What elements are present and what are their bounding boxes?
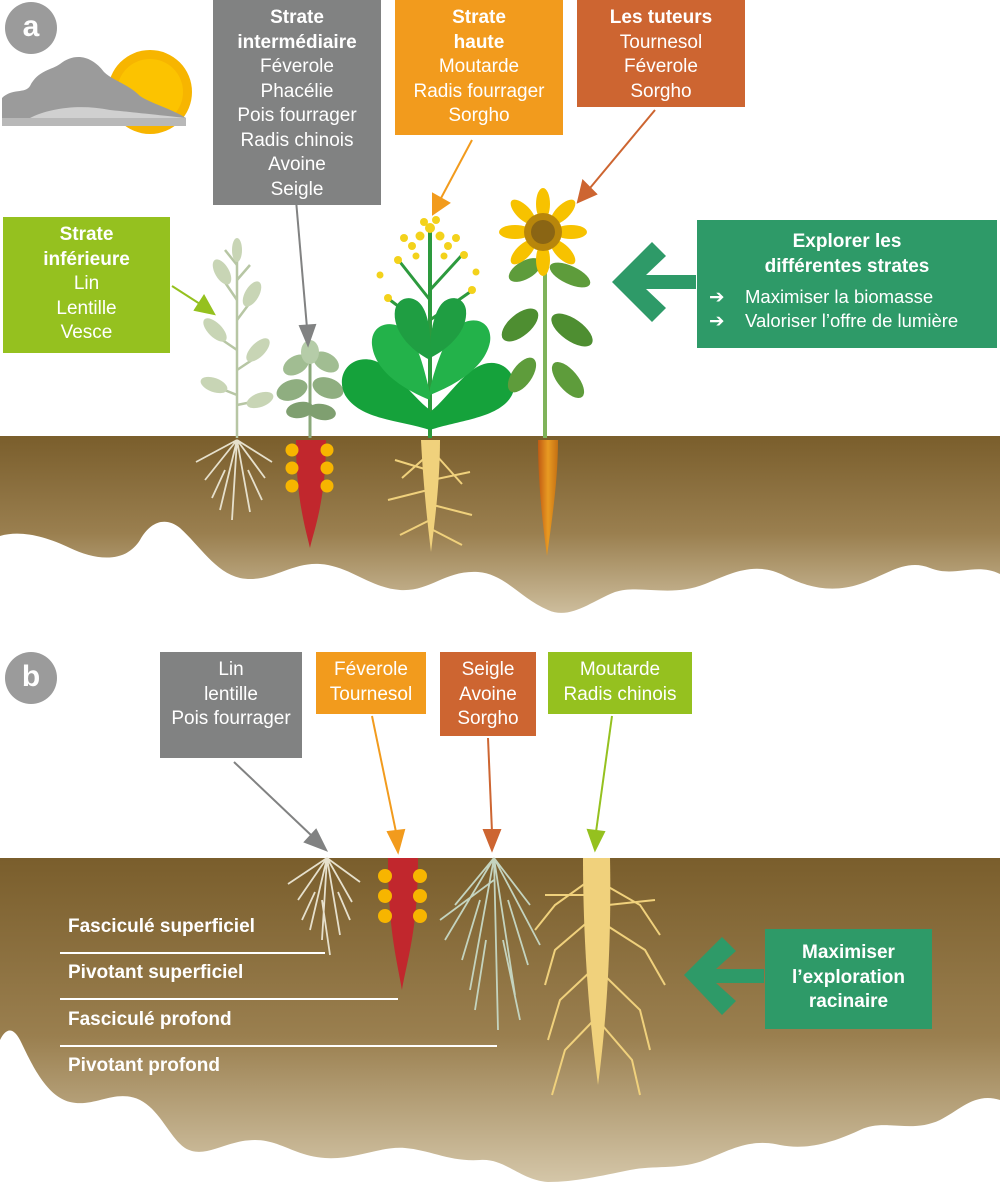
tournesol-root-icon [538,440,558,556]
big-arrow-left-b [684,937,764,1015]
group-box-moutarde: Moutarde Radis chinois [548,652,692,714]
group-item: Lin [218,659,244,680]
arrow-intermediaire [295,199,317,348]
lin-roots-icon [195,439,273,521]
group-item: Tournesol [329,683,413,705]
explorer-strates-box: Explorer les différentes strates ➔ Maximi… [697,220,997,348]
strate-haute-box: Strate haute Moutarde Radis fourrager So… [395,0,563,135]
strate-intermediaire-item: Pois fourrager [237,105,357,126]
group-item: Radis chinois [563,683,677,705]
panel-a-badge: a [5,2,57,54]
root-type-divider [60,1045,497,1047]
radis-root-icon [285,440,334,548]
big-arrow-left-a [612,242,696,322]
strate-haute-item: Radis fourrager [413,80,545,102]
group-box-seigle: Seigle Avoine Sorgho [440,652,536,736]
group-item: Féverole [334,659,408,680]
arrow-b-gray [233,761,329,852]
strate-inferieure-box: Strate inférieure Lin Lentille Vesce [3,217,170,353]
strate-haute-item: Moutarde [438,56,520,77]
group-item: Avoine [459,683,517,705]
maximiser-exploration-text: Maximiser l’exploration racinaire [792,942,905,1012]
fascicule-superficiel-roots-icon [287,857,361,956]
explorer-point-text: Valoriser l’offre de lumière [745,310,959,331]
arrow-tuteurs [576,109,656,204]
strate-inferieure-item: Lentille [56,297,117,319]
sun-cloud-icon [2,50,192,134]
tuteurs-item: Féverole [624,56,698,77]
root-type-label: Pivotant profond [68,1055,220,1076]
strate-haute-item: Sorgho [448,105,510,126]
strate-intermediaire-item: Féverole [260,56,334,77]
strate-intermediaire-item: Avoine [268,154,326,175]
explorer-point: ➔ Valoriser l’offre de lumière [709,309,997,333]
root-type-divider [60,952,325,954]
group-item: lentille [204,683,258,705]
soil-layer-a [0,436,1000,613]
moutarde-root-icon [387,440,473,552]
explorer-strates-title: Explorer les différentes strates [764,231,930,277]
arrow-b-orange [371,715,406,855]
root-type-label: Fasciculé superficiel [68,916,255,937]
group-item: Pois fourrager [171,708,291,729]
soil-layer-b [0,858,1000,1182]
root-type-divider [60,998,398,1000]
explorer-point: ➔ Maximiser la biomasse [709,285,997,309]
tuteurs-item: Sorgho [630,80,692,102]
strate-intermediaire-box: Strate intermédiaire Féverole Phacélie P… [213,0,381,205]
tuteurs-item: Tournesol [619,31,703,53]
fascicule-profond-roots-icon [439,857,541,1031]
strate-inferieure-title: Strate inférieure [43,224,130,270]
pivotant-superficiel-roots-icon [378,858,427,990]
tournesol-plant-icon [499,188,593,438]
tuteurs-title: Les tuteurs [609,7,713,28]
pivotant-profond-roots-icon [534,858,666,1096]
strate-inferieure-item: Vesce [60,322,113,343]
strate-inferieure-item: Lin [73,273,100,294]
maximiser-exploration-box: Maximiser l’exploration racinaire [765,929,932,1029]
arrow-b-rust [482,737,502,853]
strate-intermediaire-item: Phacélie [260,80,334,102]
arrow-right-icon: ➔ [709,286,725,307]
arrow-inferieure [171,285,216,316]
explorer-point-text: Maximiser la biomasse [745,286,934,307]
strate-intermediaire-item: Radis chinois [240,129,354,151]
tuteurs-box: Les tuteurs Tournesol Féverole Sorgho [577,0,745,107]
strate-intermediaire-title: Strate intermédiaire [237,7,357,53]
panel-b-badge: b [5,652,57,704]
arrow-right-icon: ➔ [709,310,725,331]
strate-haute-title: Strate haute [452,7,506,53]
group-item: Moutarde [579,659,661,680]
root-type-label: Pivotant superficiel [68,962,244,983]
group-box-lin: Lin lentille Pois fourrager [160,652,302,758]
group-box-feverole: Féverole Tournesol [316,652,426,714]
moutarde-plant-icon [341,216,515,438]
arrow-b-lime [586,715,613,853]
arrow-haute [432,139,473,216]
root-type-label: Fasciculé profond [68,1009,232,1030]
strate-intermediaire-item: Seigle [270,178,324,200]
feverole-plant-icon [276,340,344,438]
group-item: Seigle [461,659,515,680]
group-item: Sorgho [457,708,519,729]
explorer-strates-points: ➔ Maximiser la biomasse ➔ Valoriser l’offr… [697,285,997,333]
